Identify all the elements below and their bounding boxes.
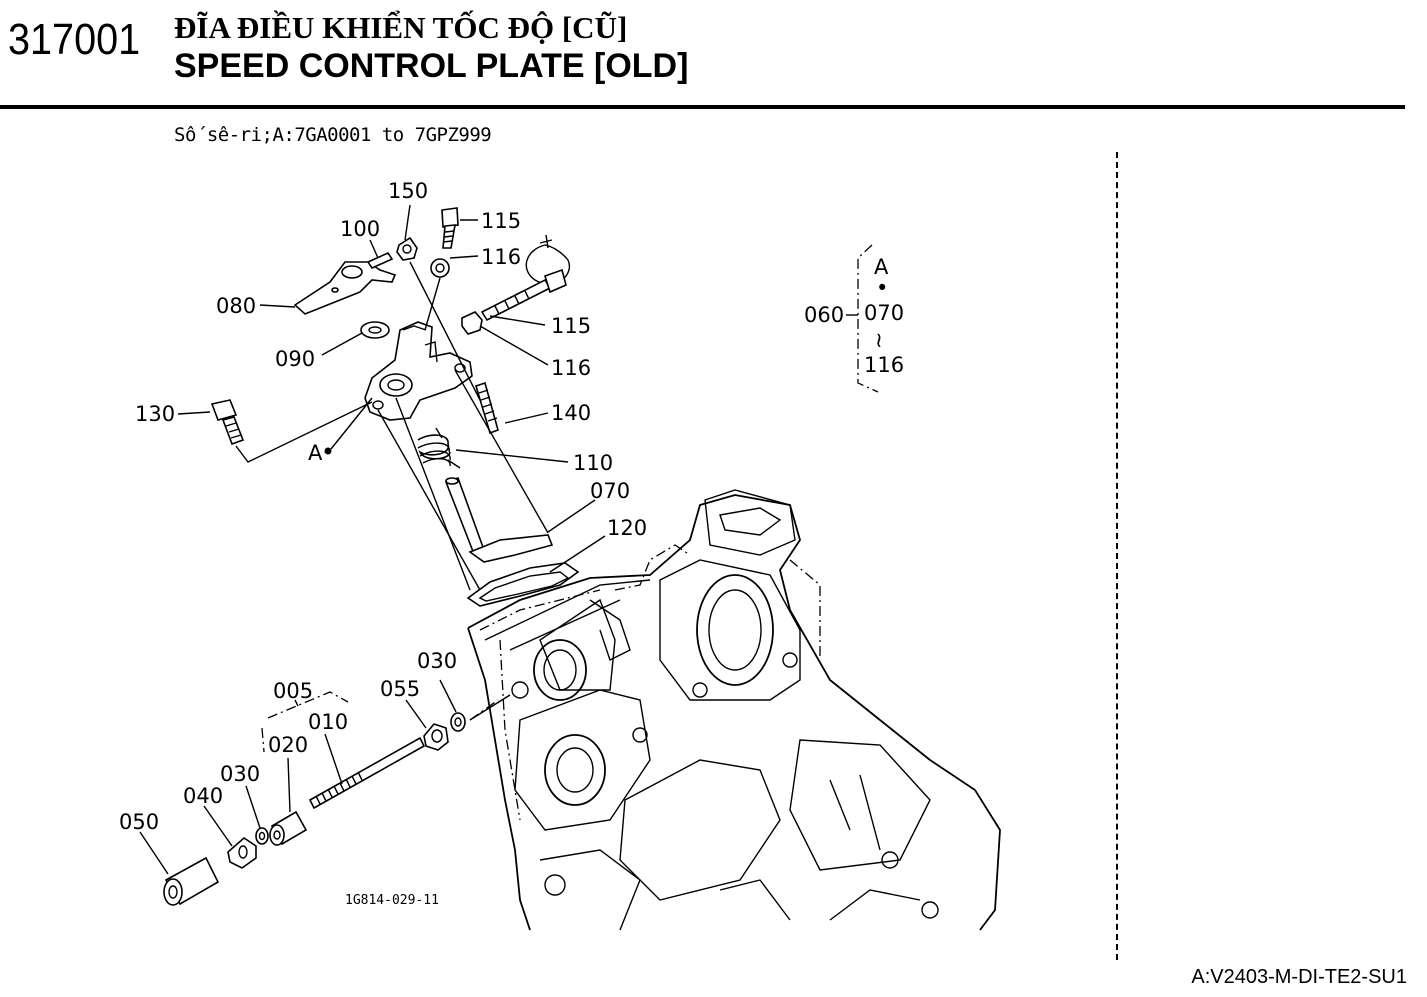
callout-130: 130 xyxy=(135,402,175,426)
legend-range-separator: ≀ xyxy=(875,328,883,352)
part-010-adjust-screw xyxy=(308,736,426,810)
assembly-bracket-005 xyxy=(261,691,349,753)
part-030-washer-right xyxy=(450,712,466,732)
assembly-legend: 060 A • 070 ≀ 116 xyxy=(804,244,904,393)
callout-050: 050 xyxy=(119,810,159,834)
part-116-washer-upper xyxy=(430,258,450,278)
callout-040: 040 xyxy=(183,784,223,808)
legend-parent-060: 060 xyxy=(804,303,844,327)
part-030-washer-left xyxy=(255,827,269,845)
callout-080: 080 xyxy=(216,294,256,318)
callout-110: 110 xyxy=(573,451,613,475)
part-110-spring xyxy=(417,427,461,469)
callout-116-lower: 116 xyxy=(551,356,591,380)
leader-lines xyxy=(139,204,606,875)
callout-115-upper: 115 xyxy=(481,209,521,233)
callout-116-upper: 116 xyxy=(481,245,521,269)
part-050-cap xyxy=(163,856,220,906)
page-title-english: SPEED CONTROL PLATE [OLD] xyxy=(174,47,689,85)
serial-range: Số sê-ri;A:7GA0001 to 7GPZ999 xyxy=(174,124,492,146)
callout-070: 070 xyxy=(590,479,630,503)
part-140-stud xyxy=(475,381,499,435)
callout-030-right: 030 xyxy=(417,649,457,673)
part-040-cap-nut xyxy=(227,836,257,869)
legend-range-end: 116 xyxy=(864,353,904,377)
part-116-nut-lower xyxy=(461,311,483,335)
gear-case-housing xyxy=(467,489,1001,931)
callout-115-lower: 115 xyxy=(551,314,591,338)
callout-030-left: 030 xyxy=(220,762,260,786)
part-115-screw-lower xyxy=(480,268,567,322)
part-060-plate-body xyxy=(364,321,473,421)
legend-variant-A: A xyxy=(874,255,889,279)
legend-dot: • xyxy=(876,276,888,300)
callout-100: 100 xyxy=(340,217,380,241)
callout-labels: 150 115 100 116 080 115 090 116 130 140 … xyxy=(119,179,647,834)
page-title-vietnamese: ĐĨA ĐIỀU KHIỂN TỐC ĐỘ [CŨ] xyxy=(174,10,628,45)
callout-140: 140 xyxy=(551,401,591,425)
callout-005: 005 xyxy=(273,679,313,703)
model-code: A:V2403-M-DI-TE2-SU1 xyxy=(1191,966,1407,988)
part-150-nut xyxy=(396,236,418,261)
part-055-nut xyxy=(423,723,449,751)
part-080-lever xyxy=(293,261,397,315)
page-number: 317001 xyxy=(8,15,141,64)
part-100-pin xyxy=(366,251,394,270)
callout-020: 020 xyxy=(268,733,308,757)
callout-A: A xyxy=(308,441,323,465)
part-115-screw-upper xyxy=(441,207,459,249)
callout-055: 055 xyxy=(380,677,420,701)
callout-120: 120 xyxy=(607,516,647,540)
part-130-bolt xyxy=(210,399,245,446)
page-side-divider xyxy=(1116,152,1118,960)
drawing-number: 1G814-029-11 xyxy=(345,893,439,908)
alignment-lines xyxy=(235,261,549,721)
part-090-bushing xyxy=(360,321,390,339)
part-120-gasket xyxy=(466,562,580,607)
legend-range-start: 070 xyxy=(864,301,904,325)
part-020-sleeve xyxy=(269,810,308,846)
callout-010: 010 xyxy=(308,710,348,734)
part-070-shaft xyxy=(444,476,554,563)
callout-150: 150 xyxy=(388,179,428,203)
callout-090: 090 xyxy=(275,347,315,371)
title-divider xyxy=(0,105,1405,109)
